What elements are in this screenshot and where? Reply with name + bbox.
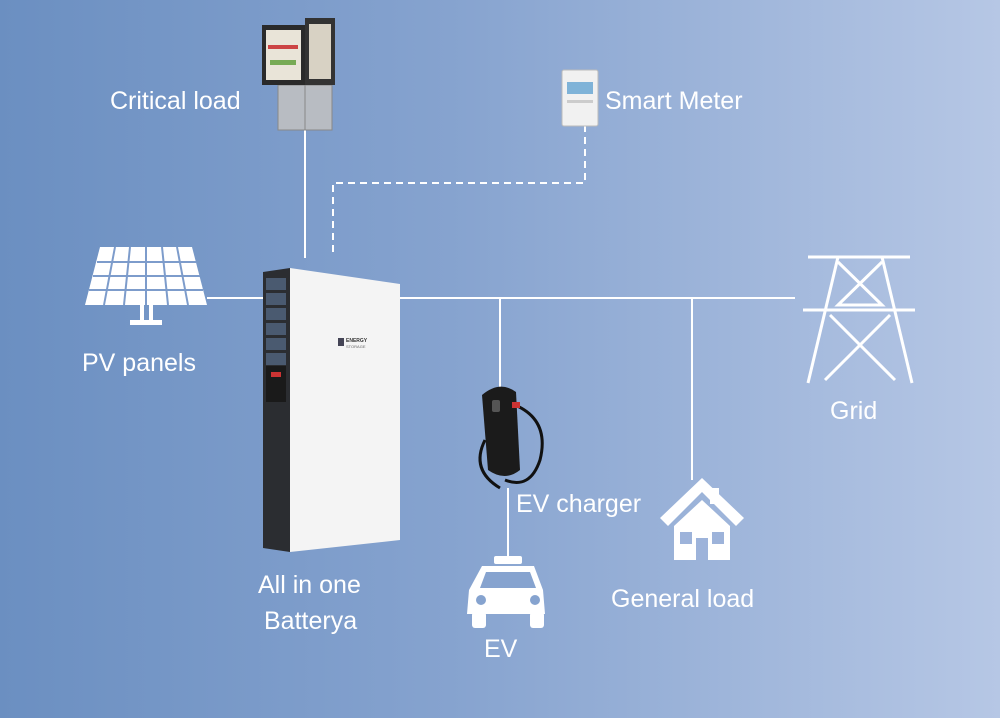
ev-label: EV [484, 635, 518, 663]
solar-panel-icon [85, 246, 207, 325]
ev-charger-icon [478, 386, 544, 490]
connection-lines [207, 125, 795, 556]
battery-logo-line1: ENERGY [346, 338, 368, 344]
house-icon [660, 478, 744, 560]
battery-label-line1: All in one [258, 571, 361, 599]
car-icon [467, 556, 545, 628]
smart-meter-icon [561, 69, 599, 127]
smart-meter-dashed-line [332, 125, 586, 255]
transmission-tower-icon [803, 255, 915, 384]
battery-label-line2: Batterya [264, 607, 357, 635]
battery-logo-line2: STORAGE [346, 344, 366, 349]
general-load-label: General load [611, 585, 754, 613]
ev-charger-label: EV charger [516, 490, 641, 518]
battery-icon: ENERGY STORAGE [263, 268, 400, 552]
critical-load-label: Critical load [110, 87, 241, 115]
fridge-icon [262, 18, 335, 131]
grid-label: Grid [830, 397, 877, 425]
smart-meter-label: Smart Meter [605, 87, 743, 115]
pv-panels-label: PV panels [82, 349, 196, 377]
